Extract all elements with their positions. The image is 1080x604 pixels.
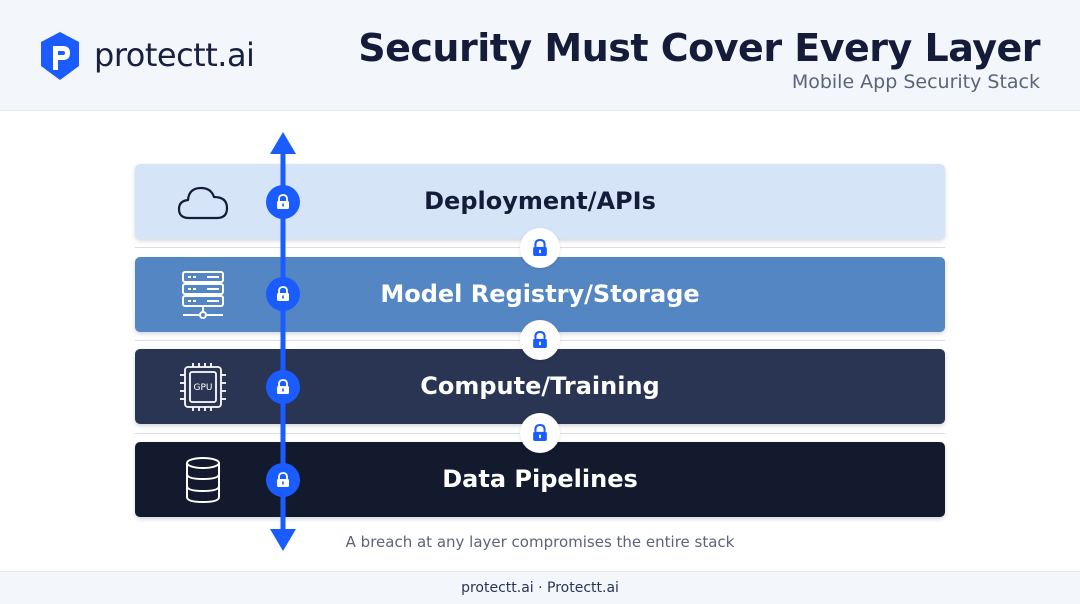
gpu-chip-text: GPU <box>194 383 213 393</box>
layer-label: Model Registry/Storage <box>380 280 700 308</box>
gpu-chip-icon: GPU <box>180 363 226 411</box>
stack-caption: A breach at any layer compromises the en… <box>345 533 735 551</box>
header: protectt.ai Security Must Cover Every La… <box>0 0 1080 111</box>
brand-name: protectt.ai <box>94 36 255 74</box>
lock-icon <box>266 277 300 311</box>
server-icon <box>182 271 224 319</box>
layer-label: Data Pipelines <box>442 465 638 493</box>
page-title: Security Must Cover Every Layer <box>358 26 1040 70</box>
lock-icon <box>520 228 560 268</box>
lock-icon <box>266 463 300 497</box>
lock-icon <box>266 185 300 219</box>
layer-label: Compute/Training <box>420 372 660 400</box>
protectt-logo-icon <box>41 32 79 80</box>
footer: protectt.ai · Protectt.ai <box>0 571 1080 604</box>
lock-icon <box>266 370 300 404</box>
database-icon <box>186 457 220 504</box>
layer-label: Deployment/APIs <box>424 187 656 215</box>
cloud-icon <box>177 186 229 220</box>
lock-icon <box>520 413 560 453</box>
page-subtitle: Mobile App Security Stack <box>791 71 1040 93</box>
lock-icon <box>520 320 560 360</box>
